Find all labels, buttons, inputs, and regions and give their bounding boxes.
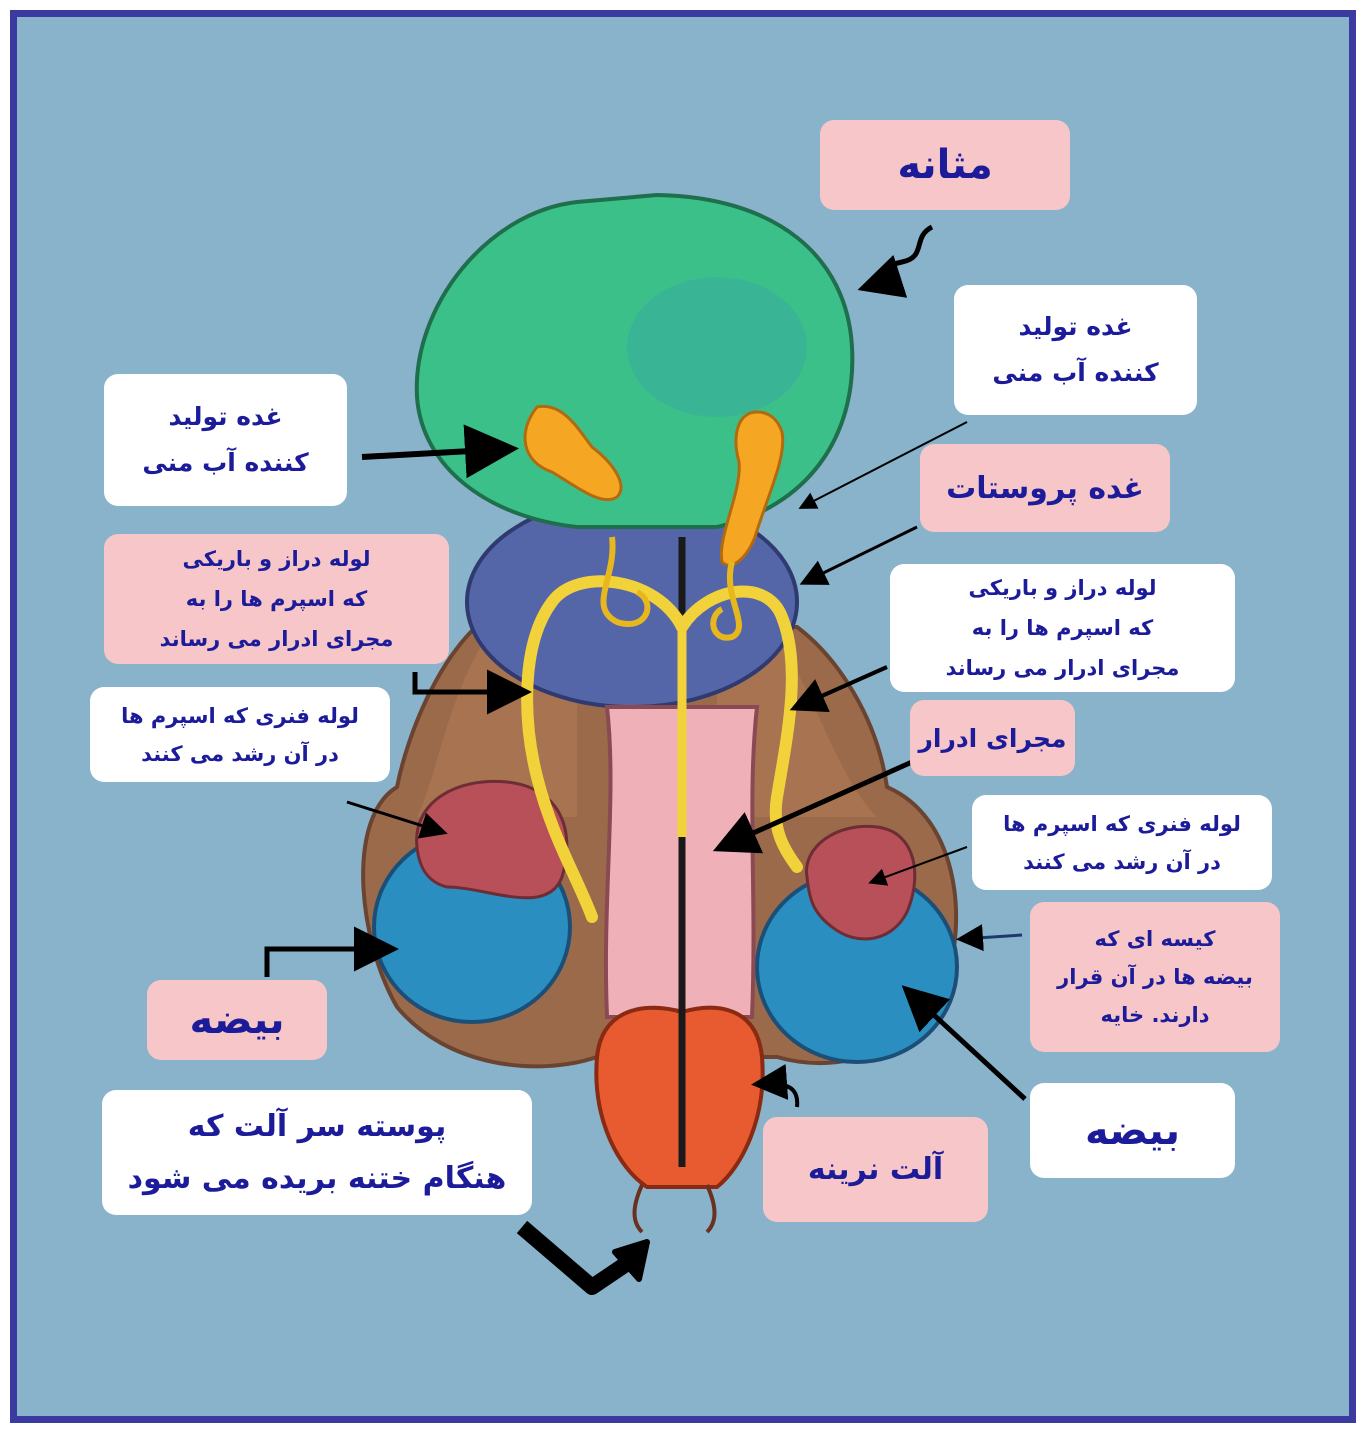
- label-line: دارند. خایه: [1101, 996, 1210, 1034]
- glans-tip-right: [707, 1185, 715, 1232]
- label-line: که اسپرم ها را به: [186, 579, 367, 619]
- label-testis-right-text: بیضه: [1085, 1108, 1180, 1154]
- label-urethra-text: مجرای ادرار: [919, 724, 1067, 753]
- label-prostate-text: غده پروستات: [946, 471, 1144, 506]
- label-urethra: مجرای ادرار: [910, 700, 1075, 776]
- label-line: که اسپرم ها را به: [972, 608, 1153, 648]
- bladder-arrow: [867, 227, 932, 287]
- bladder-shade: [627, 277, 807, 417]
- label-line: لوله فنری که اسپرم ها: [1003, 805, 1241, 843]
- label-epididymis-left: لوله فنری که اسپرم ها در آن رشد می کنند: [90, 687, 390, 782]
- label-scrotum: کیسه ای که بیضه ها در آن قرار دارند. خای…: [1030, 902, 1280, 1052]
- label-testis-left: بیضه: [147, 980, 327, 1060]
- label-line: غده تولید: [168, 394, 282, 440]
- glans-tip-left: [635, 1185, 643, 1232]
- label-line: کننده آب منی: [992, 350, 1158, 396]
- label-vas-deferens-left: لوله دراز و باریکی که اسپرم ها را به مجر…: [104, 534, 449, 664]
- label-foreskin: پوسته سر آلت که هنگام ختنه بریده می شود: [102, 1090, 532, 1215]
- label-testis-right: بیضه: [1030, 1083, 1235, 1178]
- testis-right-arrow: [909, 992, 1025, 1099]
- label-testis-left-text: بیضه: [189, 997, 284, 1043]
- label-penis-text: آلت نرینه: [808, 1152, 943, 1187]
- label-line: هنگام ختنه بریده می شود: [128, 1153, 507, 1205]
- label-line: غده تولید: [1018, 304, 1132, 350]
- label-prostate: غده پروستات: [920, 444, 1170, 532]
- label-line: بیضه ها در آن قرار: [1057, 958, 1253, 996]
- label-line: کننده آب منی: [142, 440, 308, 486]
- label-line: لوله دراز و باریکی: [969, 568, 1157, 608]
- label-line: مجرای ادرار می رساند: [160, 619, 394, 659]
- label-seminal-vesicle-left: غده تولید کننده آب منی: [104, 374, 347, 506]
- label-line: در آن رشد می کنند: [1023, 843, 1221, 881]
- label-line: لوله دراز و باریکی: [183, 539, 371, 579]
- label-line: کیسه ای که: [1095, 920, 1216, 958]
- label-line: پوسته سر آلت که: [188, 1101, 446, 1153]
- label-seminal-vesicle-right: غده تولید کننده آب منی: [954, 285, 1197, 415]
- label-bladder: مثانه: [820, 120, 1070, 210]
- penis-arrow: [759, 1084, 797, 1107]
- testis-left-arrow: [267, 949, 389, 977]
- label-line: لوله فنری که اسپرم ها: [121, 697, 359, 735]
- label-bladder-text: مثانه: [897, 142, 992, 188]
- label-penis: آلت نرینه: [763, 1117, 988, 1222]
- label-epididymis-right: لوله فنری که اسپرم ها در آن رشد می کنند: [972, 795, 1272, 890]
- label-vas-deferens-right: لوله دراز و باریکی که اسپرم ها را به مجر…: [890, 564, 1235, 692]
- scrotum-arrow: [962, 935, 1022, 939]
- diagram-frame: مثانه غده تولید کننده آب منی غده تولید ک…: [10, 10, 1356, 1423]
- label-line: در آن رشد می کنند: [141, 735, 339, 773]
- label-line: مجرای ادرار می رساند: [946, 648, 1180, 688]
